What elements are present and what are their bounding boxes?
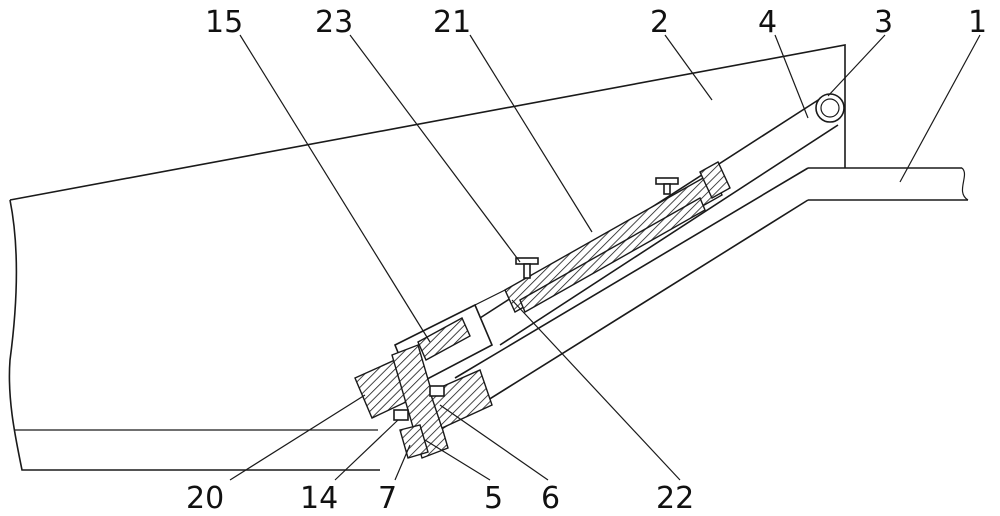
label-23: 23 bbox=[315, 5, 353, 40]
pivot-pin bbox=[816, 94, 844, 122]
label-5: 5 bbox=[484, 481, 503, 516]
label-3: 3 bbox=[874, 5, 893, 40]
label-2: 2 bbox=[650, 5, 669, 40]
label-15: 15 bbox=[205, 5, 243, 40]
adjust-assembly bbox=[505, 162, 730, 312]
label-21: 21 bbox=[433, 5, 471, 40]
label-1: 1 bbox=[968, 5, 987, 40]
label-7: 7 bbox=[378, 481, 397, 516]
label-22: 22 bbox=[656, 481, 694, 516]
label-6: 6 bbox=[541, 481, 560, 516]
small-nut bbox=[430, 386, 444, 396]
label-20: 20 bbox=[186, 481, 224, 516]
label-4: 4 bbox=[758, 5, 777, 40]
small-nut bbox=[394, 410, 408, 420]
inner-screw bbox=[520, 198, 705, 312]
label-14: 14 bbox=[300, 481, 338, 516]
